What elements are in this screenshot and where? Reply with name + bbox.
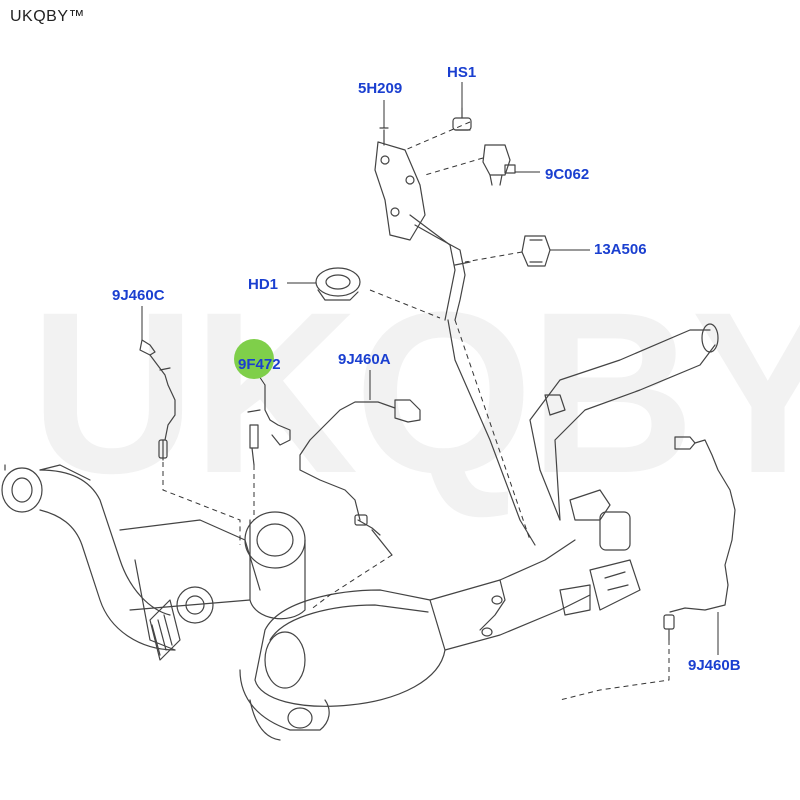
turbocharger xyxy=(149,511,306,661)
connector-13a506 xyxy=(521,235,551,267)
sensor-9f472 xyxy=(247,384,291,466)
callout-9j460b: 9J460B xyxy=(688,657,741,674)
exhaust-manifold xyxy=(1,464,261,651)
highlight-marker xyxy=(234,339,274,379)
sensor-9j460c xyxy=(139,339,176,461)
callout-9j460c: 9J460C xyxy=(112,287,165,304)
bolt-hs1 xyxy=(452,107,472,131)
catalytic-converter xyxy=(239,589,446,741)
exhaust-pipe xyxy=(429,323,719,651)
callout-hd1: HD1 xyxy=(248,276,279,293)
rear-bracket xyxy=(559,489,641,616)
sensor-9j460a xyxy=(299,399,421,556)
watermark: UKQBY™ xyxy=(30,264,800,521)
callout-13a506: 13A506 xyxy=(594,241,647,258)
callout-hs1: HS1 xyxy=(447,64,477,81)
brand-logo: UKQBY™ xyxy=(10,8,86,25)
callout-5h209: 5H209 xyxy=(358,80,403,97)
sensor-9j460b xyxy=(663,436,736,641)
callout-9c062: 9C062 xyxy=(545,166,590,183)
callout-9j460a: 9J460A xyxy=(338,351,391,368)
leader-lines xyxy=(141,82,719,655)
assembly-lines xyxy=(162,121,670,701)
pressure-hoses xyxy=(409,214,536,546)
clip-hd1 xyxy=(315,267,361,301)
pressure-sensor-9c062 xyxy=(482,144,516,186)
callout-9f472: 9F472 xyxy=(238,356,281,373)
sensor-bracket xyxy=(374,127,426,241)
